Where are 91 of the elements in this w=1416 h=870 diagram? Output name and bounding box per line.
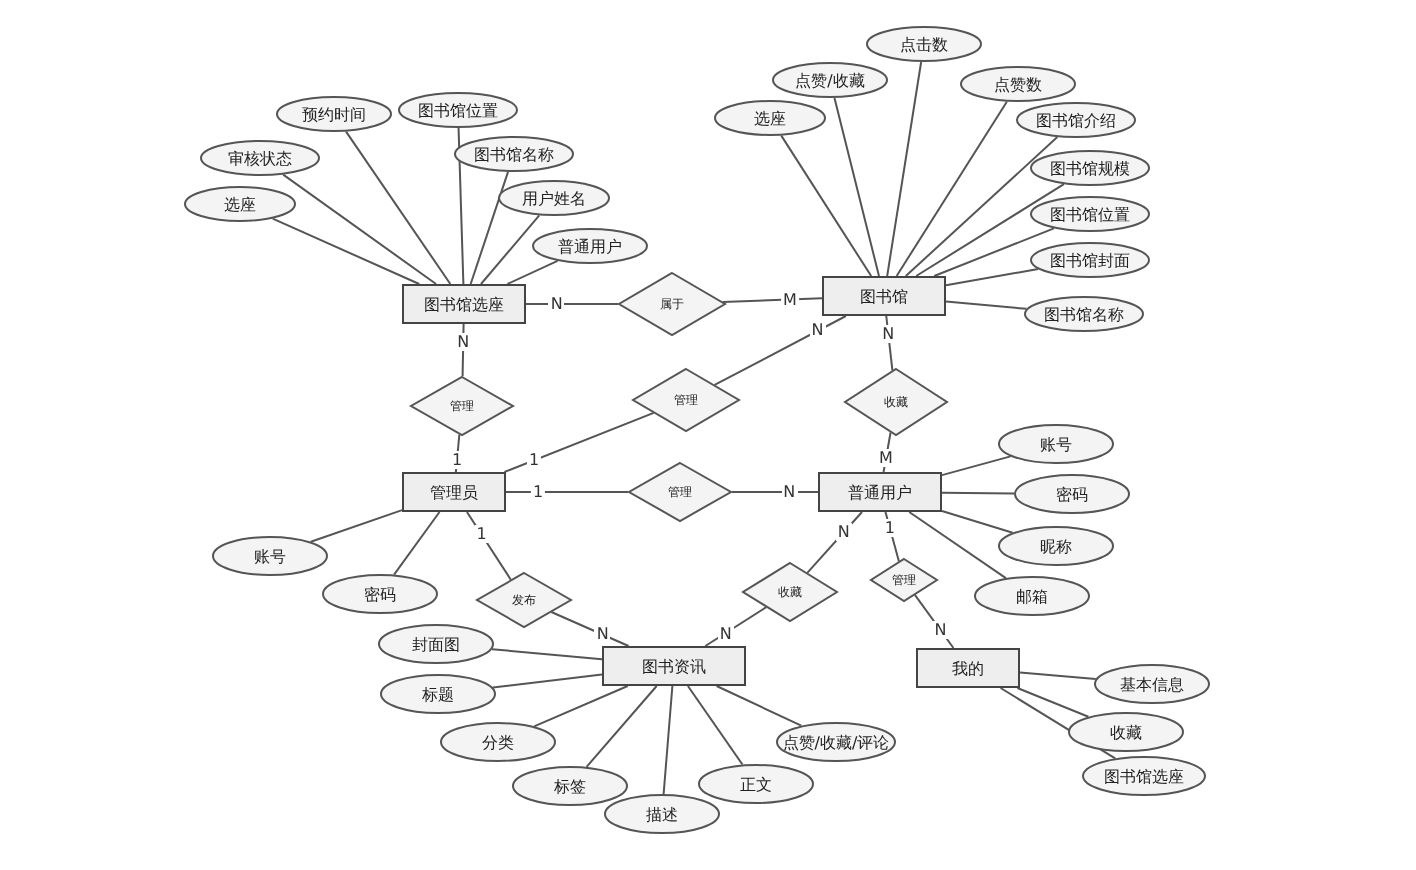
connector-line bbox=[480, 214, 541, 285]
connector-line bbox=[731, 491, 819, 493]
connector-line bbox=[885, 315, 894, 372]
connector-line bbox=[686, 685, 744, 766]
attribute-ellipse: 选座 bbox=[184, 186, 296, 222]
cardinality-label: 1 bbox=[449, 450, 465, 469]
connector-line bbox=[491, 673, 603, 689]
attribute-ellipse: 标签 bbox=[512, 766, 628, 806]
attribute-ellipse: 点击数 bbox=[866, 26, 982, 62]
connector-line bbox=[662, 685, 674, 795]
attribute-ellipse: 预约时间 bbox=[276, 96, 392, 132]
attribute-ellipse: 图书馆规模 bbox=[1030, 150, 1150, 186]
attribute-ellipse: 昵称 bbox=[998, 526, 1114, 566]
connector-line bbox=[457, 127, 465, 285]
entity-box: 图书资讯 bbox=[602, 646, 746, 686]
cardinality-label: N bbox=[932, 621, 949, 640]
attribute-ellipse: 图书馆名称 bbox=[454, 136, 574, 172]
connector-line bbox=[461, 323, 465, 378]
connector-line bbox=[506, 259, 559, 285]
connector-line bbox=[833, 96, 880, 277]
connector-line bbox=[491, 648, 603, 661]
cardinality-label: 1 bbox=[527, 451, 542, 470]
entity-box: 图书馆选座 bbox=[402, 284, 526, 324]
attribute-ellipse: 正文 bbox=[698, 764, 814, 804]
connector-line bbox=[1016, 687, 1090, 718]
connector-line bbox=[282, 173, 438, 285]
connector-line bbox=[469, 170, 510, 285]
attribute-ellipse: 描述 bbox=[604, 794, 720, 834]
connector-line bbox=[550, 611, 630, 647]
attribute-ellipse: 图书馆位置 bbox=[1030, 196, 1150, 232]
cardinality-label: N bbox=[781, 483, 798, 501]
cardinality-label: N bbox=[835, 523, 852, 542]
attribute-ellipse: 点赞/收藏 bbox=[772, 62, 888, 98]
connector-line bbox=[585, 685, 658, 768]
attribute-ellipse: 点赞/收藏/评论 bbox=[776, 722, 896, 762]
connector-line bbox=[780, 134, 873, 277]
connector-line bbox=[941, 455, 1012, 477]
cardinality-label: N bbox=[880, 325, 897, 344]
entity-box: 图书馆 bbox=[822, 276, 946, 316]
attribute-ellipse: 封面图 bbox=[378, 624, 494, 664]
attribute-ellipse: 标题 bbox=[380, 674, 496, 714]
entity-box: 我的 bbox=[916, 648, 1020, 688]
cardinality-label: M bbox=[781, 290, 799, 309]
attribute-ellipse: 密码 bbox=[1014, 474, 1130, 514]
attribute-ellipse: 账号 bbox=[212, 536, 328, 576]
cardinality-label: N bbox=[809, 321, 826, 340]
cardinality-label: N bbox=[594, 625, 611, 644]
attribute-ellipse: 审核状态 bbox=[200, 140, 320, 176]
connector-line bbox=[945, 300, 1028, 310]
connector-line bbox=[345, 130, 452, 285]
connector-line bbox=[904, 136, 1059, 277]
attribute-ellipse: 图书馆位置 bbox=[398, 92, 518, 128]
connector-line bbox=[393, 511, 441, 576]
cardinality-label: N bbox=[455, 332, 472, 351]
connector-line bbox=[505, 491, 629, 493]
attribute-ellipse: 邮箱 bbox=[974, 576, 1090, 616]
attribute-ellipse: 选座 bbox=[714, 100, 826, 136]
cardinality-label: N bbox=[548, 295, 565, 313]
attribute-ellipse: 普通用户 bbox=[532, 228, 648, 264]
entity-box: 普通用户 bbox=[818, 472, 942, 512]
attribute-ellipse: 图书馆名称 bbox=[1024, 296, 1144, 332]
connector-line bbox=[309, 509, 403, 543]
connector-line bbox=[713, 315, 847, 386]
connector-line bbox=[533, 685, 629, 728]
connector-line bbox=[525, 303, 619, 305]
cardinality-label: 1 bbox=[530, 483, 546, 501]
attribute-ellipse: 图书馆选座 bbox=[1082, 756, 1206, 796]
attribute-ellipse: 图书馆介绍 bbox=[1016, 102, 1136, 138]
connector-line bbox=[886, 61, 923, 277]
cardinality-label: N bbox=[717, 624, 734, 643]
connector-line bbox=[945, 268, 1040, 287]
connector-line bbox=[941, 491, 1016, 495]
attribute-ellipse: 用户姓名 bbox=[498, 180, 610, 216]
cardinality-label: 1 bbox=[474, 525, 489, 544]
attribute-ellipse: 点赞数 bbox=[960, 66, 1076, 102]
connector-line bbox=[915, 183, 1065, 277]
cardinality-label: M bbox=[876, 449, 895, 468]
attribute-ellipse: 图书馆封面 bbox=[1030, 242, 1150, 278]
cardinality-label: 1 bbox=[882, 519, 897, 538]
connector-line bbox=[933, 227, 1055, 277]
attribute-ellipse: 收藏 bbox=[1068, 712, 1184, 752]
connector-line bbox=[503, 411, 655, 473]
attribute-ellipse: 密码 bbox=[322, 574, 438, 614]
connector-line bbox=[1019, 671, 1097, 681]
attribute-ellipse: 基本信息 bbox=[1094, 664, 1210, 704]
attribute-ellipse: 账号 bbox=[998, 424, 1114, 464]
connector-line bbox=[941, 510, 1014, 534]
attribute-ellipse: 分类 bbox=[440, 722, 556, 762]
entity-box: 管理员 bbox=[402, 472, 506, 512]
connector-line bbox=[271, 217, 421, 285]
connector-line bbox=[715, 685, 803, 727]
